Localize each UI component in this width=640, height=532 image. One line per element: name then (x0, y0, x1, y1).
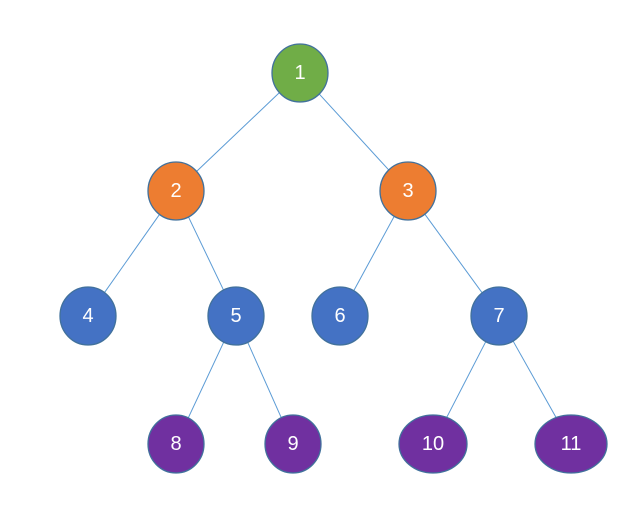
node-label-7: 7 (493, 305, 504, 327)
node-label-4: 4 (82, 305, 93, 327)
node-label-2: 2 (170, 180, 181, 202)
edges-layer (104, 92, 557, 419)
node-4: 4 (59, 286, 117, 346)
node-label-11: 11 (561, 433, 582, 455)
edge-7-11 (512, 340, 557, 418)
edge-5-8 (187, 341, 225, 419)
edge-2-4 (104, 214, 160, 293)
node-2: 2 (147, 161, 205, 221)
node-circle-6 (311, 286, 369, 346)
edge-2-5 (188, 216, 224, 291)
node-circle-4 (59, 286, 117, 346)
node-circle-2 (147, 161, 205, 221)
node-circle-11 (534, 414, 608, 474)
node-label-8: 8 (170, 433, 181, 455)
node-11: 11 (534, 414, 608, 474)
node-label-3: 3 (402, 180, 413, 202)
node-circle-10 (398, 414, 468, 474)
node-circle-7 (470, 286, 528, 346)
edge-5-9 (247, 342, 282, 418)
edge-3-7 (424, 213, 483, 294)
node-circle-8 (147, 414, 205, 474)
node-7: 7 (470, 286, 528, 346)
node-1: 1 (271, 43, 329, 103)
node-label-10: 10 (422, 433, 444, 455)
node-5: 5 (207, 286, 265, 346)
node-3: 3 (379, 161, 437, 221)
node-circle-5 (207, 286, 265, 346)
edge-3-6 (353, 216, 395, 291)
node-6: 6 (311, 286, 369, 346)
node-label-1: 1 (294, 62, 305, 84)
node-circle-9 (264, 414, 322, 474)
node-circle-1 (271, 43, 329, 103)
nodes-layer: 1 2 3 4 5 6 7 8 9 10 11 (59, 43, 608, 474)
edge-1-3 (318, 93, 390, 171)
node-label-9: 9 (287, 433, 298, 455)
node-10: 10 (398, 414, 468, 474)
node-8: 8 (147, 414, 205, 474)
node-label-6: 6 (334, 305, 345, 327)
edge-1-2 (196, 92, 280, 172)
node-label-5: 5 (230, 305, 241, 327)
node-9: 9 (264, 414, 322, 474)
edge-7-10 (446, 341, 487, 418)
node-circle-3 (379, 161, 437, 221)
